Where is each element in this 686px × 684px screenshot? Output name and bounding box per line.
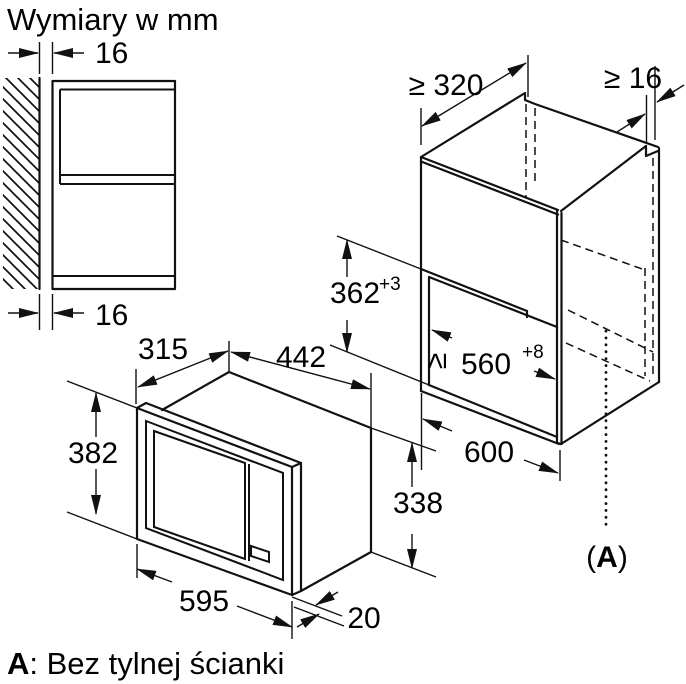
cabinet-top-edges [419, 91, 660, 159]
cabinet-drawing: ≥ 320 ≥ 16 362 +3 ≥ 560 +8 [329, 55, 685, 574]
dim-appliance-depth: 315 [135, 333, 230, 404]
dim-cabinet-bottom-width: 600 [420, 393, 561, 481]
niche-opening-top-left [427, 275, 559, 387]
marker-paren-close: ) [618, 541, 628, 574]
wall-hatch [3, 78, 40, 289]
footnote-key: A [7, 646, 29, 681]
microwave-frame-slab [135, 401, 303, 597]
niche-min-depth-label: ≥ 320 [409, 69, 484, 102]
cabinet-front-top-edge [419, 155, 560, 216]
dim-wall-gap-bottom: 16 [8, 294, 128, 332]
footnote: A: Bez tylnej ścianki [7, 646, 284, 681]
cabinet-hidden-edges [525, 104, 654, 382]
appliance-body-height-label: 338 [393, 487, 443, 520]
appliance-front-height-label: 382 [68, 437, 118, 470]
microwave-front-frame [135, 406, 294, 597]
control-display [250, 544, 270, 564]
cabinet-bottom-width-label: 600 [464, 436, 514, 469]
dim-niche-width: ≥ 560 +8 [420, 329, 556, 381]
appliance-depth-label: 315 [138, 333, 188, 366]
niche-width-gte-symbol: ≥ [420, 353, 453, 369]
microwave-door-window [153, 429, 246, 561]
dim-wall-gap-top: 16 [8, 37, 128, 74]
dim-min-side-panel: ≥ 16 [604, 62, 685, 144]
niche-bottom-edges [419, 383, 561, 446]
dim-niche-height: 362 +3 [329, 235, 430, 386]
niche-height-tolerance-label: +3 [379, 274, 401, 295]
dim-appliance-front-width: 595 [136, 544, 293, 639]
dim-appliance-top-width: 442 [230, 341, 372, 430]
page-title: Wymiary w mm [7, 2, 219, 37]
dim-frame-overhang: 20 [291, 591, 381, 635]
appliance-front-width-label: 595 [179, 585, 229, 618]
footnote-text: : Bez tylnej ścianki [29, 646, 284, 681]
cabinet-bottom-right-edge [555, 380, 661, 446]
back-plane-marker-label: (A) [586, 541, 628, 574]
dim-appliance-front-height: 382 [66, 380, 138, 540]
cabinet-right-panel-top-edge [559, 144, 648, 213]
dim-niche-min-depth: ≥ 320 [409, 55, 529, 145]
niche-height-label: 362 [330, 277, 380, 310]
microwave-drawing: 315 442 382 338 595 [66, 333, 443, 639]
appliance-top-width-label: 442 [276, 341, 326, 374]
marker-letter: A [596, 541, 618, 574]
dim-appliance-body-height: 338 [370, 427, 443, 578]
cabinet-side-cross-section [51, 79, 177, 291]
wall-gap-top-label: 16 [95, 37, 128, 70]
niche-width-label: 560 [461, 348, 511, 381]
frame-overhang-label: 20 [347, 602, 380, 635]
marker-paren-open: ( [586, 541, 596, 574]
microwave-door [145, 419, 284, 582]
wall-gap-bottom-label: 16 [95, 299, 128, 332]
min-side-panel-label: ≥ 16 [604, 62, 662, 95]
wall-section-drawing: 16 16 [3, 37, 177, 332]
cabinet-top-right-notch [644, 144, 660, 158]
niche-width-tolerance-label: +8 [522, 342, 544, 363]
